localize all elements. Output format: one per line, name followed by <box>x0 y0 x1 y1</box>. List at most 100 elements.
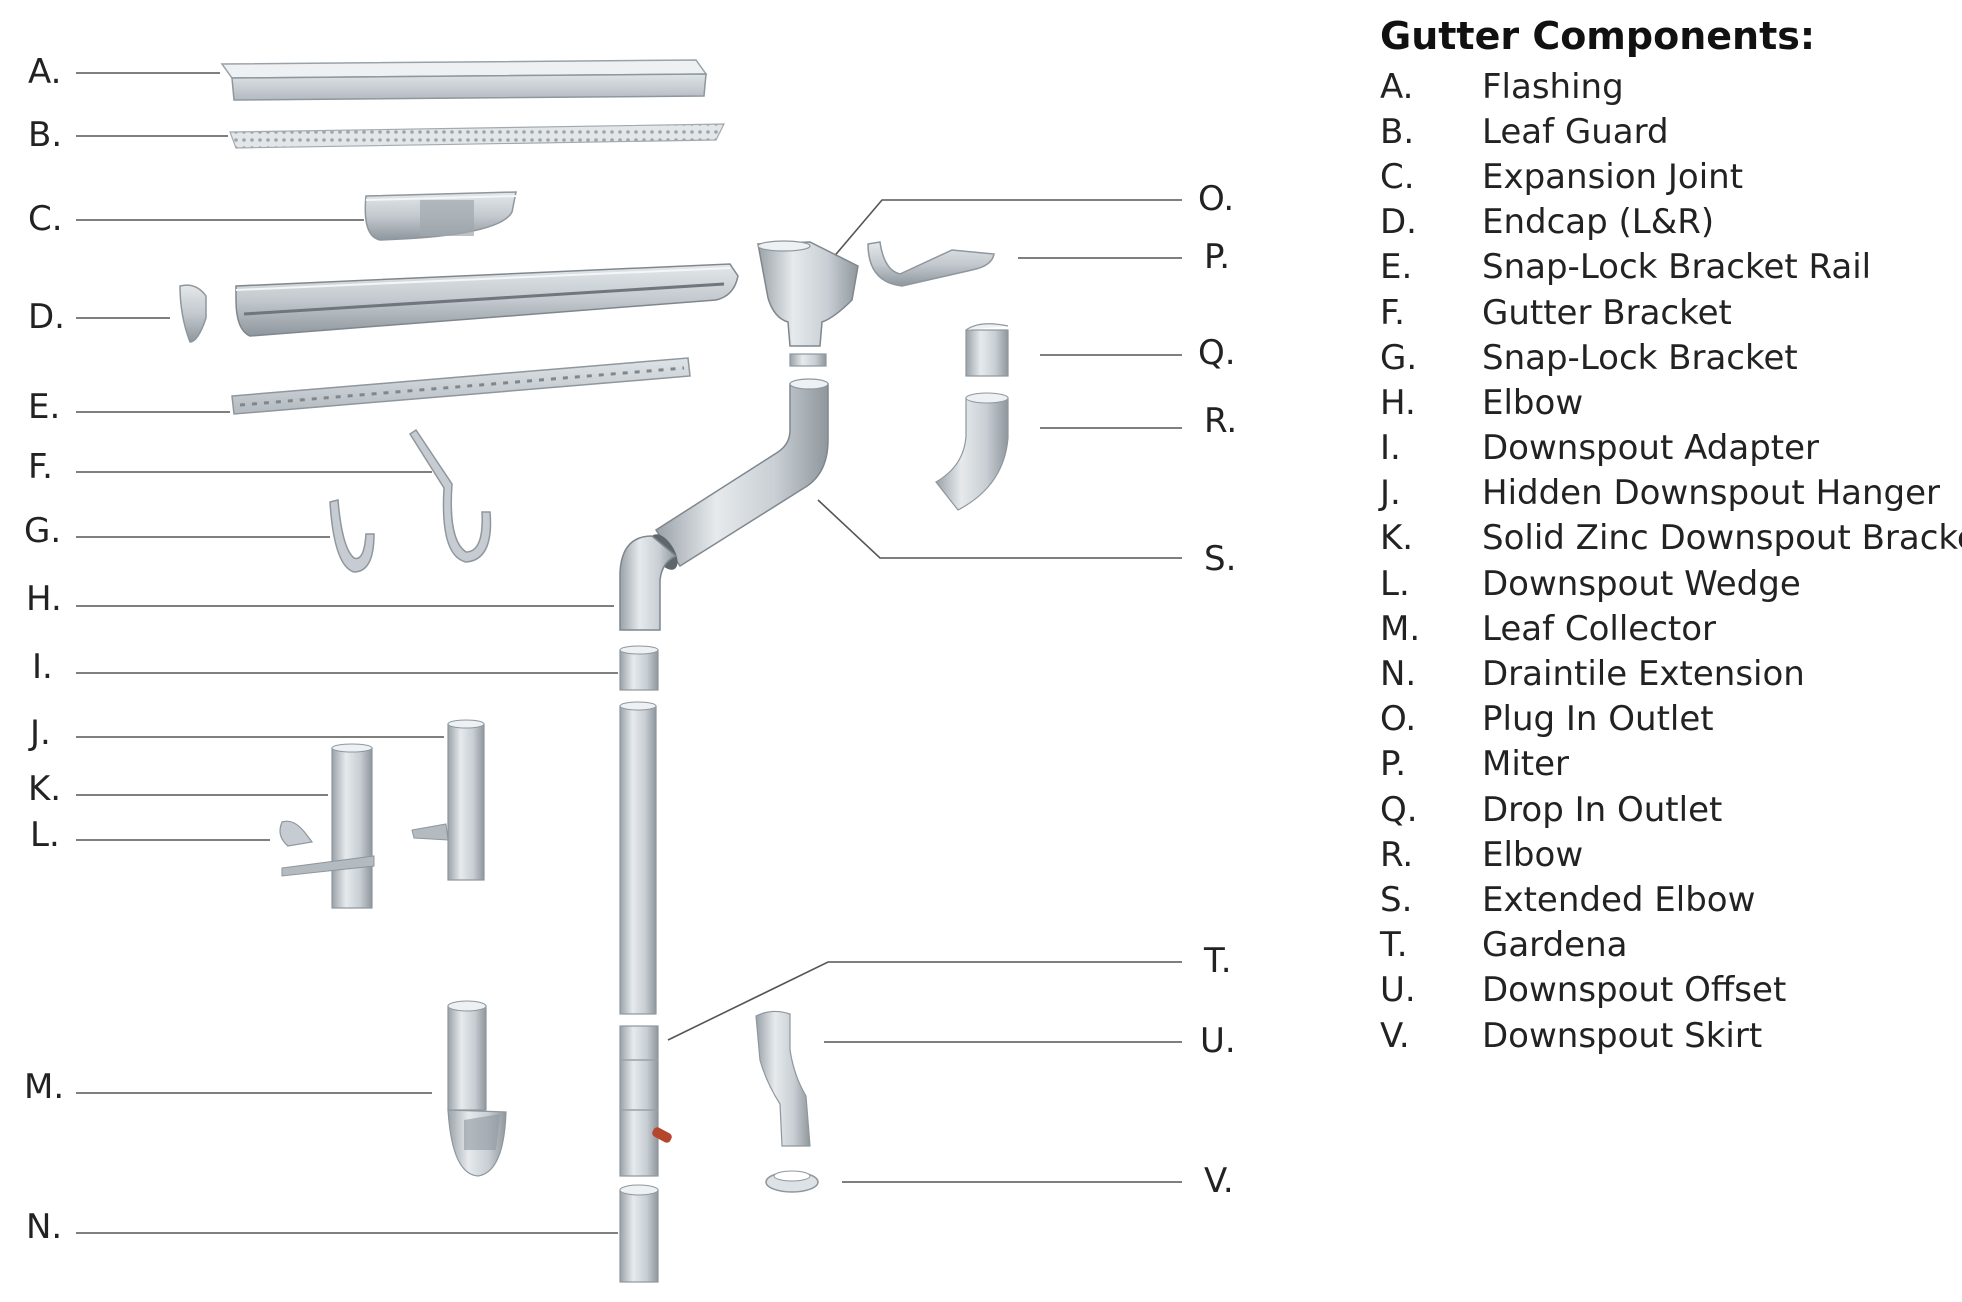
legend-item-letter: M. <box>1380 608 1421 649</box>
legend-item: U. Downspout Offset <box>1380 968 1960 1013</box>
legend-item-letter: G. <box>1380 337 1418 378</box>
legend-item-name: Gutter Bracket <box>1482 292 1732 333</box>
outlet-ring-part <box>789 353 827 367</box>
leader-s <box>817 499 1182 559</box>
legend-item-name: Expansion Joint <box>1482 156 1744 197</box>
elbow-part <box>619 535 678 631</box>
legend-item: E.Snap-Lock Bracket Rail <box>1380 245 1960 290</box>
plug-in-outlet-part <box>757 240 859 347</box>
downspout-pipe-part <box>619 701 657 1015</box>
legend-item: A. Flashing <box>1380 64 1960 109</box>
legend-item: L.Downspout Wedge <box>1380 561 1960 606</box>
legend-item-letter: R. <box>1380 834 1414 875</box>
legend-item-letter: Q. <box>1380 789 1418 830</box>
zinc-bracket-part <box>281 743 375 909</box>
legend-item: B.Leaf Guard <box>1380 109 1960 154</box>
draintile-extension-part <box>619 1184 659 1283</box>
label-q: Q. <box>1198 333 1236 373</box>
legend-item-letter: H. <box>1380 382 1416 423</box>
label-b: B. <box>28 115 62 155</box>
legend-item: N.Draintile Extension <box>1380 651 1960 696</box>
label-u: U. <box>1200 1021 1236 1061</box>
legend-item: S.Extended Elbow <box>1380 877 1960 922</box>
legend-item-name: Elbow <box>1482 382 1584 423</box>
label-v: V. <box>1204 1161 1234 1201</box>
gutter-bracket-part <box>408 428 492 563</box>
legend-item-name: Leaf Collector <box>1482 608 1717 649</box>
legend-item-name: Elbow <box>1482 834 1584 875</box>
label-m: M. <box>24 1067 64 1107</box>
legend-title: Gutter Components: <box>1380 14 1816 58</box>
legend-item: R. Elbow <box>1380 832 1960 877</box>
legend-item-letter: U. <box>1380 970 1416 1011</box>
legend-item: F. Gutter Bracket <box>1380 290 1960 335</box>
label-s: S. <box>1204 539 1236 579</box>
legend-item: V.Downspout Skirt <box>1380 1013 1960 1058</box>
bracket-rail-part <box>231 357 691 415</box>
legend-item-letter: A. <box>1380 66 1414 107</box>
legend-item-letter: T. <box>1380 925 1408 966</box>
legend-item: H. Elbow <box>1380 380 1960 425</box>
legend-item: I. Downspout Adapter <box>1380 426 1960 471</box>
expansion-joint-part <box>364 191 517 241</box>
legend-item-letter: E. <box>1380 247 1413 288</box>
legend-item-name: Snap-Lock Bracket <box>1482 337 1798 378</box>
label-e: E. <box>28 387 60 427</box>
legend-item-name: Drop In Outlet <box>1482 789 1723 830</box>
miter-part <box>867 241 995 287</box>
label-k: K. <box>28 769 61 809</box>
leaf-guard-part <box>229 123 725 149</box>
legend-item-letter: K. <box>1380 518 1414 559</box>
legend-item-letter: J. <box>1380 473 1401 514</box>
legend-item-name: Miter <box>1482 744 1570 785</box>
legend-item-name: Gardena <box>1482 925 1628 966</box>
legend-item: O. Plug In Outlet <box>1380 697 1960 742</box>
label-c: C. <box>28 199 63 239</box>
legend-item: D. Endcap (L&R) <box>1380 200 1960 245</box>
downspout-wedge-part <box>279 820 314 847</box>
legend-item-name: Plug In Outlet <box>1482 699 1714 740</box>
legend-item: M. Leaf Collector <box>1380 606 1960 651</box>
legend-item-letter: I. <box>1380 428 1401 469</box>
legend-item-letter: V. <box>1380 1015 1410 1056</box>
legend-item-letter: O. <box>1380 699 1417 740</box>
gutter-section-part <box>235 263 739 337</box>
endcap-part <box>179 284 207 343</box>
legend-item: Q. Drop In Outlet <box>1380 787 1960 832</box>
label-p: P. <box>1204 237 1230 277</box>
legend-item-letter: C. <box>1380 156 1415 197</box>
legend-item-name: Endcap (L&R) <box>1482 202 1715 243</box>
drop-in-outlet-part <box>965 323 1009 377</box>
gardena-part <box>619 1025 672 1177</box>
legend-item: K.Solid Zinc Downspout Bracket <box>1380 516 1962 561</box>
legend-item: T. Gardena <box>1380 923 1960 968</box>
hidden-hanger-part <box>411 719 485 881</box>
legend-item-name: Hidden Downspout Hanger <box>1482 473 1941 514</box>
downspout-skirt-part <box>765 1170 819 1193</box>
legend-item-letter: N. <box>1380 654 1417 695</box>
legend-item-letter: D. <box>1380 202 1417 243</box>
leader-o <box>825 199 1182 267</box>
extended-elbow-part <box>650 378 829 570</box>
legend-item-name: Downspout Adapter <box>1482 428 1820 469</box>
snap-lock-bracket-part <box>329 499 375 573</box>
legend-item-letter: P. <box>1380 744 1407 785</box>
label-o: O. <box>1198 179 1234 219</box>
legend-item: C. Expansion Joint <box>1380 154 1960 199</box>
legend-item: J. Hidden Downspout Hanger <box>1380 471 1960 516</box>
downspout-adapter-part <box>619 645 659 691</box>
label-n: N. <box>26 1207 62 1247</box>
legend-item-letter: F. <box>1380 292 1405 333</box>
elbow-r-part <box>935 392 1009 511</box>
label-r: R. <box>1204 401 1237 441</box>
label-g: G. <box>24 511 61 551</box>
flashing-part <box>220 59 708 101</box>
legend-item-name: Downspout Offset <box>1482 970 1787 1011</box>
label-d: D. <box>28 297 65 337</box>
legend-item: P. Miter <box>1380 742 1960 787</box>
legend-item-name: Flashing <box>1482 66 1624 107</box>
legend-item: G. Snap-Lock Bracket <box>1380 335 1960 380</box>
